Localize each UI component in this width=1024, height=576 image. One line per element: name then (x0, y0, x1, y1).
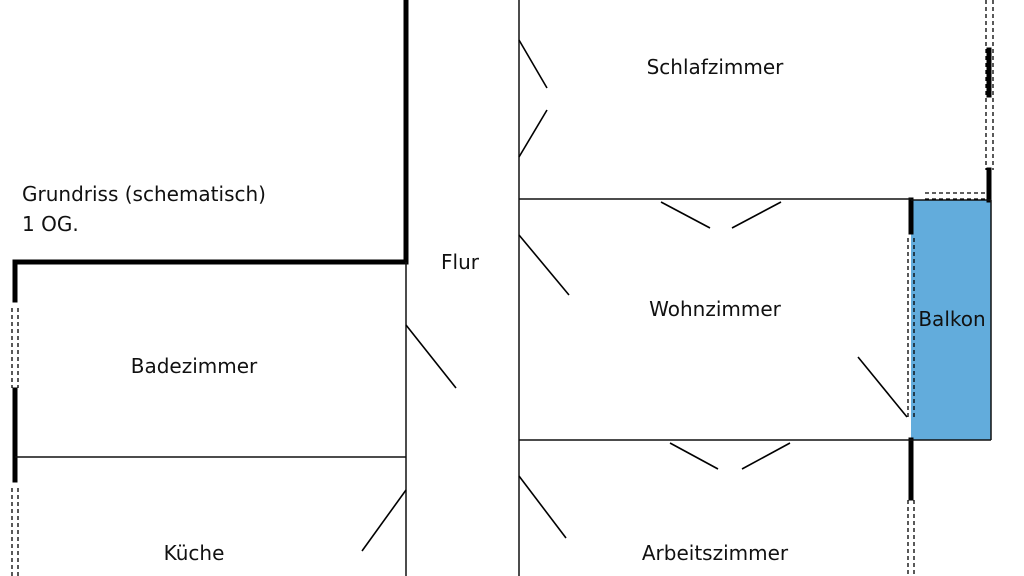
exterior-walls (12, 0, 992, 501)
plan-title-line1: Grundriss (schematisch) (22, 182, 266, 206)
room-label-kueche: Küche (163, 541, 225, 565)
room-label-arbeitszimmer: Arbeitszimmer (641, 541, 789, 565)
room-label-balkon: Balkon (918, 307, 986, 331)
interior-walls (15, 0, 992, 576)
plan-title: Grundriss (schematisch) 1 OG. (22, 179, 266, 239)
room-label-schlafzimmer: Schlafzimmer (646, 55, 784, 79)
room-label-wohnzimmer: Wohnzimmer (649, 297, 781, 321)
plan-title-line2: 1 OG. (22, 212, 79, 236)
room-label-badezimmer: Badezimmer (130, 354, 258, 378)
room-label-flur: Flur (441, 250, 479, 274)
door-swings (361, 39, 908, 552)
windows (11, 0, 994, 576)
balcony-area (911, 200, 991, 440)
